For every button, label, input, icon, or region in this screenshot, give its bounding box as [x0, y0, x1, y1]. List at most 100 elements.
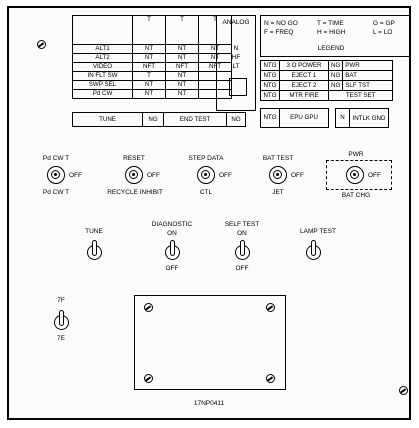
cell: NT: [132, 89, 166, 99]
table-row: Pd CW NT NT: [72, 89, 232, 99]
cell: NT: [132, 80, 166, 90]
tune-toggle[interactable]: [87, 240, 102, 262]
plate-screw-icon: [144, 374, 153, 383]
analog-display: [229, 78, 247, 96]
self-test-toggle[interactable]: [235, 240, 250, 262]
epu-ntg: NTG: [260, 108, 280, 128]
row-label: IN FLT SW: [72, 71, 133, 81]
test-matrix: T T T ALT1 NT NT NT ALT2 NT NT NT VIDEO …: [72, 15, 232, 99]
cell: TEST SET: [327, 90, 394, 101]
bat-test-top-label: BAT TEST: [262, 155, 294, 162]
test-matrix-header: T T T: [72, 15, 232, 45]
cell: NG: [327, 60, 344, 71]
toggle-lever-icon: [240, 240, 245, 256]
cell: SLF TST: [342, 80, 394, 91]
analog-lt: LT: [232, 63, 240, 70]
diagnostic-on-label: ON: [167, 230, 177, 237]
step-data-switch[interactable]: [197, 166, 215, 184]
self-test-on-label: ON: [237, 230, 247, 237]
pdcw-bottom-label: Pd CW T: [42, 189, 70, 196]
cell: NFT: [165, 62, 199, 72]
cell: NT: [165, 44, 199, 54]
pwr-switch[interactable]: [346, 166, 364, 184]
access-cover-plate: [134, 295, 286, 390]
pdcw-off-label: OFF: [69, 172, 82, 179]
bat-test-off-label: OFF: [291, 172, 304, 179]
cell: [198, 89, 232, 99]
table-row: NTG EJECT 1 NG BAT: [260, 70, 394, 81]
end-test-ng: NG: [226, 112, 246, 127]
plate-screw-icon: [144, 303, 153, 312]
legend-box: N = NO GO T = TIME G = GP F = FREQ H = H…: [260, 15, 410, 57]
reset-top-label: RESET: [123, 155, 145, 162]
table-row: ALT1 NT NT NT: [72, 44, 232, 54]
cell: EJECT 2: [279, 80, 329, 91]
cell: NTG: [260, 90, 280, 101]
toggle-lever-icon: [59, 310, 64, 326]
epu-intlk-row: NTG EPU GPU N INTLK GND: [260, 108, 389, 128]
row-label: ALT2: [72, 53, 133, 63]
table-row: NTG MTR FIRE TEST SET: [260, 90, 394, 101]
tune-ng: NG: [142, 112, 164, 127]
cell: NT: [165, 89, 199, 99]
diagnostic-toggle-label: DIAGNOSTIC: [151, 221, 193, 228]
toggle-lever-icon: [311, 240, 316, 256]
tune-toggle-label: TUNE: [85, 228, 103, 235]
bat-test-switch[interactable]: [269, 166, 287, 184]
pwr-bottom-label: BAT CHG: [341, 192, 371, 199]
plate-screw-icon: [266, 374, 275, 383]
freq-7e-label: 7E: [57, 335, 65, 342]
cell: NG: [327, 70, 344, 81]
plate-screw-icon: [266, 303, 275, 312]
reset-off-label: OFF: [147, 172, 160, 179]
table-row: NTG 3 O POWER NG PWR: [260, 60, 394, 71]
table-row: SWP SEL NT NT: [72, 80, 232, 90]
legend-gp: G = GP: [373, 20, 395, 27]
cell: T: [132, 71, 166, 81]
tune-endtest-row: TUNE NG END TEST NG: [72, 112, 246, 127]
legend-lo: L = LO: [373, 29, 393, 36]
legend-time: T = TIME: [317, 20, 344, 27]
cell: PWR: [342, 60, 394, 71]
cell: NT: [165, 53, 199, 63]
self-test-toggle-label: SELF TEST: [224, 221, 260, 228]
status-table: NTG 3 O POWER NG PWR NTG EJECT 1 NG BAT …: [260, 60, 394, 101]
header-t1: T: [132, 15, 166, 45]
pwr-switch-guard: [326, 160, 392, 190]
lamp-test-toggle[interactable]: [306, 240, 321, 262]
cell: MTR FIRE: [279, 90, 329, 101]
legend-title: LEGEND: [317, 45, 345, 52]
reset-bottom-label: RECYCLE INHIBIT: [107, 189, 163, 196]
reset-switch[interactable]: [125, 166, 143, 184]
table-row: VIDEO NFT NFT NFT: [72, 62, 232, 72]
step-data-bottom-label: CTL: [199, 189, 213, 196]
screw-top-left-icon: [37, 40, 46, 49]
cell: NG: [327, 80, 344, 91]
table-row: IN FLT SW T NT: [72, 71, 232, 81]
row-label: VIDEO: [72, 62, 133, 72]
step-data-top-label: STEP DATA: [188, 155, 224, 162]
diagnostic-toggle[interactable]: [165, 240, 180, 262]
control-panel: T T T ALT1 NT NT NT ALT2 NT NT NT VIDEO …: [7, 6, 411, 420]
header-t2: T: [165, 15, 199, 45]
cell: EJECT 1: [279, 70, 329, 81]
pdcw-top-label: Pd CW T: [42, 155, 70, 162]
row-label: ALT1: [72, 44, 133, 54]
intlk-n: N: [335, 108, 350, 128]
end-test-label: END TEST: [163, 112, 227, 127]
diagnostic-off-label: OFF: [165, 265, 179, 272]
pdcw-switch[interactable]: [47, 166, 65, 184]
figure-id: 17NP0411: [193, 400, 225, 407]
epu-gpu: EPU GPU: [279, 108, 329, 128]
table-row: ALT2 NT NT NT: [72, 53, 232, 63]
cell: 3 O POWER: [279, 60, 329, 71]
cell: NTG: [260, 70, 280, 81]
analog-title: ANALOG: [222, 19, 250, 26]
freq-toggle[interactable]: [54, 310, 69, 332]
analog-hf: HF: [231, 54, 241, 61]
tune-label: TUNE: [72, 112, 143, 127]
table-row: NTG EJECT 2 NG SLF TST: [260, 80, 394, 91]
step-data-off-label: OFF: [219, 172, 232, 179]
pwr-off-label: OFF: [368, 172, 381, 179]
cell: BAT: [342, 70, 394, 81]
